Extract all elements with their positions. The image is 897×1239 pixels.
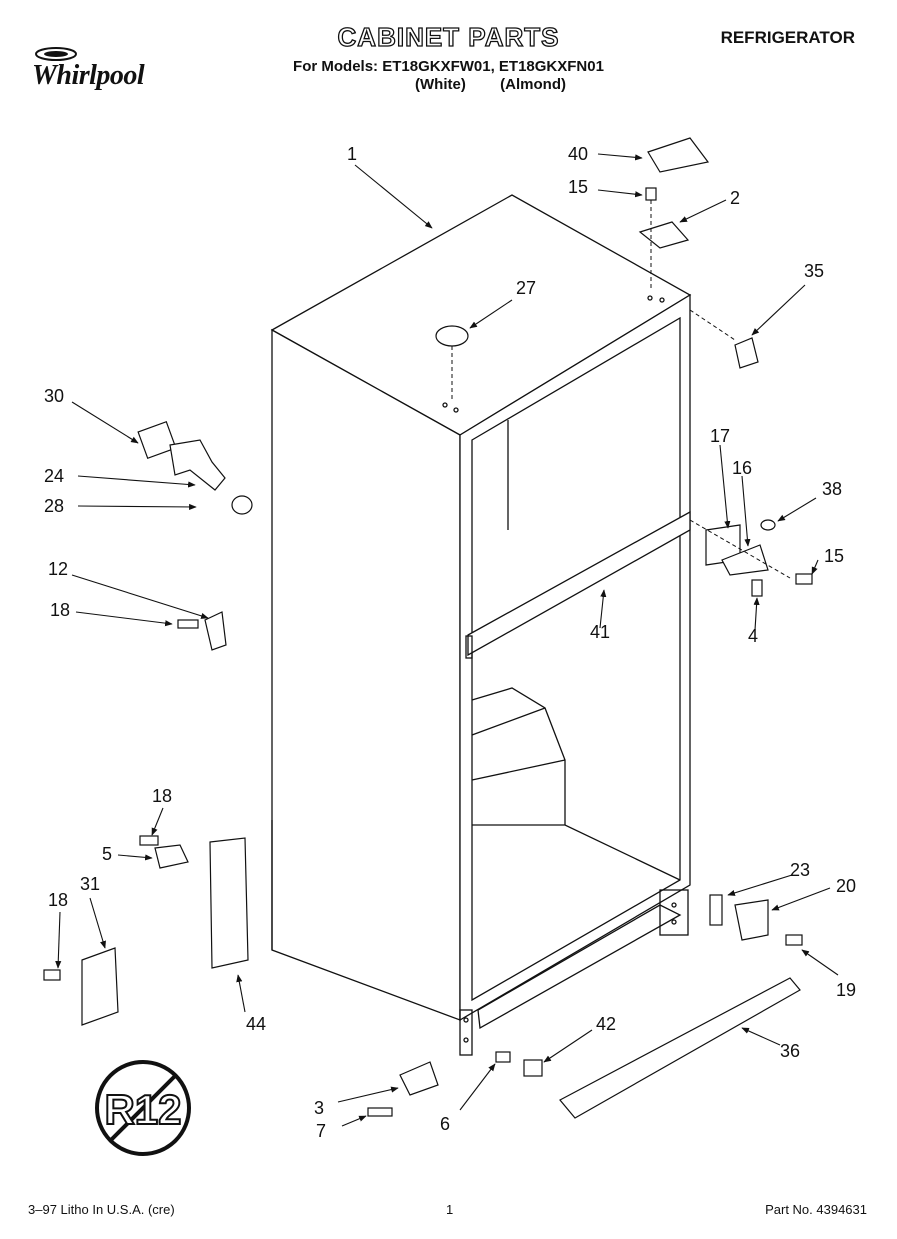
part-12-bracket: [204, 611, 227, 651]
part-6-screw: [495, 1051, 511, 1063]
part-5-bracket: [154, 844, 189, 869]
callout-15a: 15: [568, 177, 588, 197]
callout-17: 17: [710, 426, 730, 446]
callout-44: 44: [246, 1014, 266, 1034]
part-36-grille: [559, 977, 801, 1119]
part-18-screw-b: [139, 835, 159, 846]
part-4-screw: [751, 579, 763, 597]
part-2-hinge: [638, 221, 690, 249]
callout-23: 23: [790, 860, 810, 880]
part-15-screw: [645, 187, 657, 201]
callout-18c: 18: [48, 890, 68, 910]
callout-1: 1: [347, 144, 357, 164]
part-40-cap: [647, 137, 710, 173]
callout-40: 40: [568, 144, 588, 164]
callout-36: 36: [780, 1041, 800, 1061]
r12-badge: R12: [95, 1060, 191, 1156]
litho-note: 3–97 Litho In U.S.A. (cre): [28, 1202, 175, 1217]
callout-38: 38: [822, 479, 842, 499]
callout-4: 4: [748, 626, 758, 646]
callout-3: 3: [314, 1098, 324, 1118]
part-15-screw-b: [795, 573, 813, 585]
part-7-pin: [367, 1107, 393, 1117]
page-title: CABINET PARTS: [337, 21, 560, 52]
product-type: REFRIGERATOR: [720, 28, 855, 47]
callout-19: 19: [836, 980, 856, 1000]
callout-5: 5: [102, 844, 112, 864]
callout-42: 42: [596, 1014, 616, 1034]
whirlpool-logo: Whirlpool: [20, 44, 185, 96]
part-35-cover: [734, 337, 759, 369]
callout-18b: 18: [152, 786, 172, 806]
variant-white: (White): [415, 76, 466, 93]
callout-35: 35: [804, 261, 824, 281]
part-19-screw: [785, 934, 803, 946]
logo-swoosh-icon: [35, 47, 77, 61]
part-number: Part No. 4394631: [765, 1202, 867, 1217]
part-38-washer: [760, 519, 776, 531]
part-3-bracket: [399, 1061, 439, 1096]
callout-28: 28: [44, 496, 64, 516]
callout-31: 31: [80, 874, 100, 894]
callout-18a: 18: [50, 600, 70, 620]
leader-lines: [55, 153, 839, 1127]
callout-12: 12: [48, 559, 68, 579]
callout-7: 7: [316, 1121, 326, 1141]
callout-16: 16: [732, 458, 752, 478]
part-28-nut: [231, 495, 253, 515]
alignment-lines: [451, 200, 791, 579]
part-16-hinge: [721, 544, 769, 576]
part-24-switch: [169, 439, 226, 491]
page-number: 1: [446, 1202, 454, 1217]
part-18-screw-c: [43, 969, 61, 981]
model-variants: (White) (Almond): [415, 76, 566, 93]
cabinet-shell: [270, 194, 692, 1056]
part-27-plug: [435, 325, 469, 347]
r12-badge-text: R12: [104, 1086, 181, 1133]
callout-20: 20: [836, 876, 856, 896]
callout-2: 2: [730, 188, 740, 208]
part-23-shim: [709, 894, 723, 926]
callout-27: 27: [516, 278, 536, 298]
variant-almond: (Almond): [500, 76, 566, 93]
callout-30: 30: [44, 386, 64, 406]
callout-24: 24: [44, 466, 64, 486]
part-30-bezel: [137, 420, 177, 460]
part-42-clip: [523, 1059, 543, 1077]
part-31-plate: [81, 947, 119, 1026]
part-18-screw-a: [177, 619, 199, 629]
model-numbers: For Models: ET18GKXFW01, ET18GKXFN01: [293, 58, 604, 75]
parts-illustrations: [43, 137, 813, 1119]
callout-6: 6: [440, 1114, 450, 1134]
callout-15b: 15: [824, 546, 844, 566]
callout-41: 41: [590, 622, 610, 642]
part-44-cover: [209, 837, 249, 969]
brand-name: Whirlpool: [32, 60, 145, 91]
part-20-hinge: [734, 899, 769, 941]
